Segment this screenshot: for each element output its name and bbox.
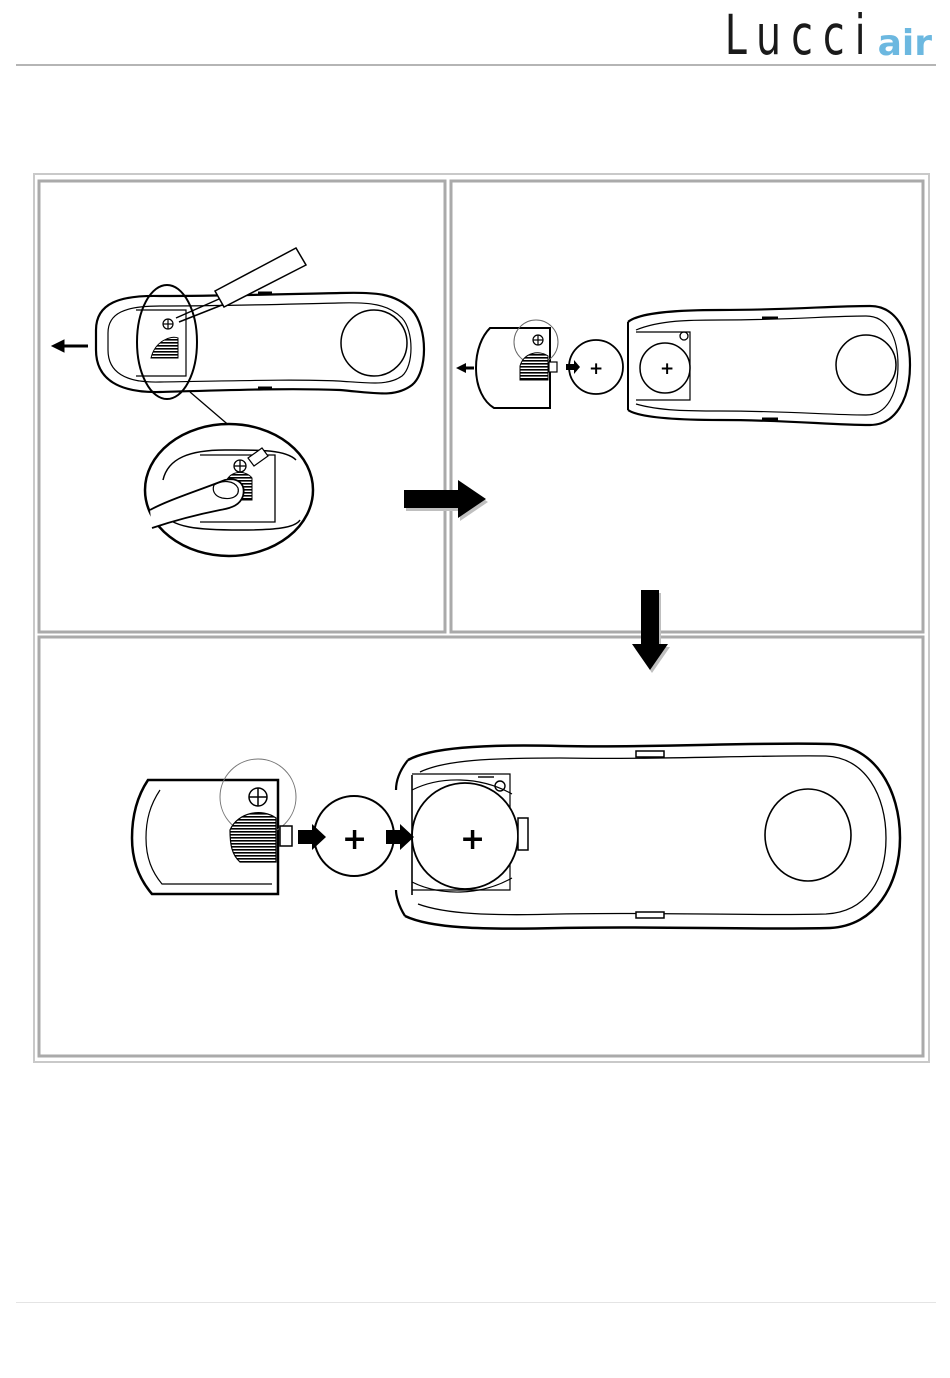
footer-divider [16,1302,936,1303]
step-2-remove-battery: + + [456,306,910,673]
arrow-left-icon [52,340,88,352]
battery-plus-label: + [589,359,603,379]
step-3-insert-battery: + + [132,744,900,929]
screw-icon [163,319,173,329]
zoom-detail [145,424,313,556]
step-1-open-battery-door [52,248,488,556]
battery-plus-label-large: + [342,822,367,857]
coin-battery-icon-large: + [314,796,394,876]
screw-icon-large [249,788,267,806]
holder-plus-label-large: + [460,822,485,857]
holder-plus-label: + [660,359,674,379]
